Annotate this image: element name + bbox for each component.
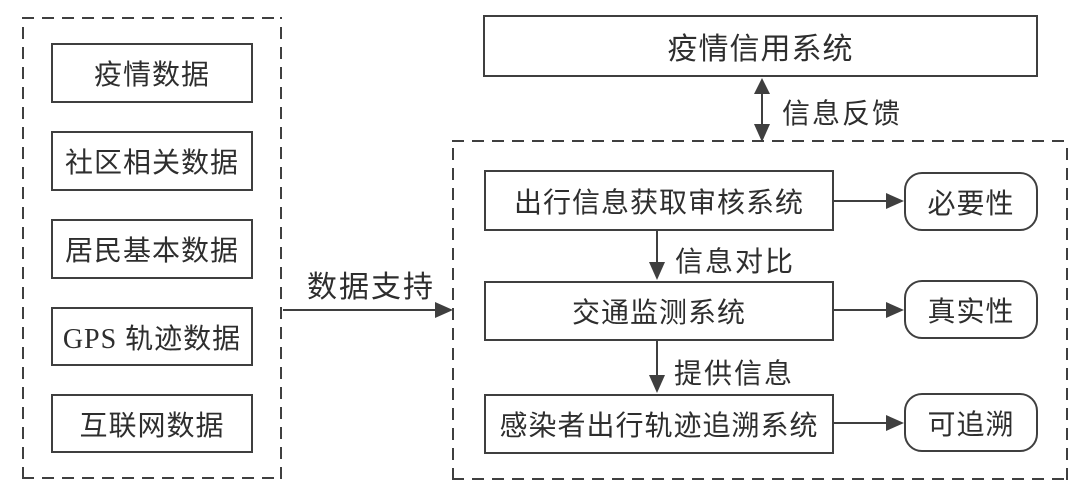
tag-traceability: 可追溯 (904, 393, 1038, 452)
edge-label-info-compare: 信息对比 (675, 247, 796, 278)
box-epidemic-credit-system: 疫情信用系统 (483, 15, 1038, 77)
tag-authenticity: 真实性 (904, 280, 1038, 339)
feedback-arrowhead-up-icon (754, 78, 770, 94)
edge-label-info-feedback: 信息反馈 (782, 99, 903, 130)
row1-arrowhead-icon (886, 193, 904, 209)
box-gps-data: GPS 轨迹数据 (51, 307, 253, 366)
compare-arrow-line (656, 231, 658, 264)
row3-arrowhead-icon (886, 415, 904, 431)
row3-arrow-line (834, 422, 886, 424)
feedback-arrow-line (761, 88, 763, 130)
row2-arrow-line (834, 309, 886, 311)
provide-arrowhead-icon (649, 375, 665, 393)
box-epidemic-data: 疫情数据 (51, 43, 253, 103)
compare-arrowhead-icon (649, 262, 665, 280)
feedback-arrowhead-down-icon (754, 124, 770, 142)
tag-necessity: 必要性 (904, 172, 1038, 231)
row1-arrow-line (834, 200, 886, 202)
box-internet-data: 互联网数据 (51, 394, 253, 453)
row2-arrowhead-icon (886, 302, 904, 318)
edge-label-data-support: 数据支持 (307, 271, 435, 304)
edge-label-provide-info: 提供信息 (674, 359, 795, 390)
provide-arrow-line (656, 341, 658, 377)
data-support-arrowhead-icon (435, 302, 453, 318)
box-travel-info-review-system: 出行信息获取审核系统 (484, 170, 834, 231)
data-support-arrow-line (283, 309, 435, 311)
box-traffic-monitoring-system: 交通监测系统 (484, 281, 834, 341)
box-resident-data: 居民基本数据 (51, 219, 253, 279)
box-infected-trace-system: 感染者出行轨迹追溯系统 (484, 394, 834, 454)
box-community-data: 社区相关数据 (51, 131, 253, 191)
